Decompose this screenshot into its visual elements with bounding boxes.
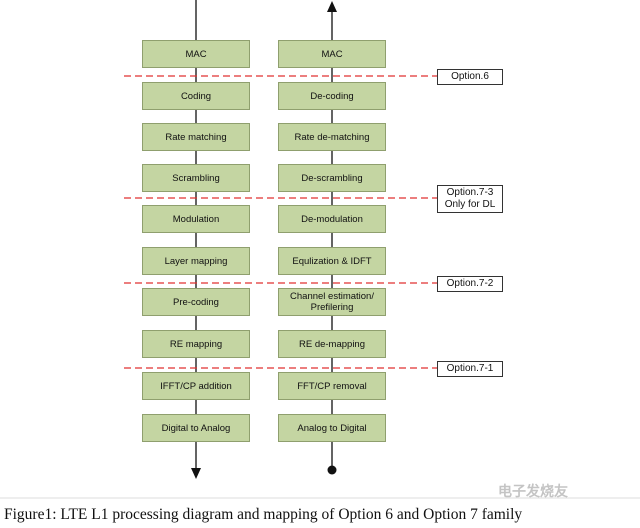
option-label-text: Option.7-1: [446, 363, 494, 374]
rx-block-label: RE de-mapping: [298, 338, 365, 350]
tx-block-label: Coding: [180, 90, 212, 102]
option-6-label: Option.6: [437, 69, 503, 85]
tx-block-modulation: Modulation: [142, 205, 250, 233]
tx-block-label: Digital to Analog: [161, 422, 231, 434]
rx-block-label: Channel estimation/ Prefilering: [290, 291, 374, 313]
tx-block-label: Rate matching: [165, 131, 227, 143]
tx-block-re-mapping: RE mapping: [142, 330, 250, 358]
tx-block-ifft-cp-addition: IFFT/CP addition: [142, 372, 250, 400]
rx-block-mac: MAC: [278, 40, 386, 68]
option-label-text: Option.7-3 Only for DL: [444, 187, 496, 210]
rx-block-analog-to-digital: Analog to Digital: [278, 414, 386, 442]
option-7-1-label: Option.7-1: [437, 361, 503, 377]
tx-block-mac: MAC: [142, 40, 250, 68]
rx-block-label: De-modulation: [301, 213, 363, 225]
tx-block-label: Pre-coding: [173, 296, 219, 308]
rx-block-label: De-scrambling: [301, 172, 363, 184]
rx-block-de-modulation: De-modulation: [278, 205, 386, 233]
option-7-3-label: Option.7-3 Only for DL: [437, 185, 503, 213]
rx-block-channel-estimation: Channel estimation/ Prefilering: [278, 288, 386, 316]
rx-block-equalization-idft: Equlization & IDFT: [278, 247, 386, 275]
tx-block-pre-coding: Pre-coding: [142, 288, 250, 316]
rx-up-arrowhead: [327, 1, 337, 12]
option-label-text: Option.6: [451, 71, 489, 82]
tx-block-label: IFFT/CP addition: [160, 380, 232, 392]
rx-block-label: FFT/CP removal: [297, 380, 367, 392]
rx-block-de-coding: De-coding: [278, 82, 386, 110]
tx-block-rate-matching: Rate matching: [142, 123, 250, 151]
tx-block-digital-to-analog: Digital to Analog: [142, 414, 250, 442]
rx-block-label: Rate de-matching: [294, 131, 370, 143]
tx-block-coding: Coding: [142, 82, 250, 110]
rx-block-label: De-coding: [310, 90, 354, 102]
rx-block-label: MAC: [321, 48, 343, 60]
tx-block-label: Scrambling: [172, 172, 220, 184]
rx-start-dot: [327, 465, 337, 475]
tx-block-label: MAC: [185, 48, 207, 60]
rx-block-label: Analog to Digital: [297, 422, 367, 434]
watermark-logo: 电子发烧友: [498, 483, 568, 499]
tx-block-scrambling: Scrambling: [142, 164, 250, 192]
figure-caption: Figure1: LTE L1 processing diagram and m…: [4, 506, 523, 523]
rx-block-rate-de-matching: Rate de-matching: [278, 123, 386, 151]
option-label-text: Option.7-2: [446, 278, 494, 289]
rx-block-fft-cp-removal: FFT/CP removal: [278, 372, 386, 400]
rx-block-re-de-mapping: RE de-mapping: [278, 330, 386, 358]
rx-block-label: Equlization & IDFT: [292, 255, 372, 267]
rx-block-de-scrambling: De-scrambling: [278, 164, 386, 192]
tx-down-arrowhead: [191, 468, 201, 479]
tx-block-label: RE mapping: [169, 338, 223, 350]
tx-block-label: Layer mapping: [164, 255, 228, 267]
tx-block-label: Modulation: [172, 213, 220, 225]
tx-block-layer-mapping: Layer mapping: [142, 247, 250, 275]
option-7-2-label: Option.7-2: [437, 276, 503, 292]
